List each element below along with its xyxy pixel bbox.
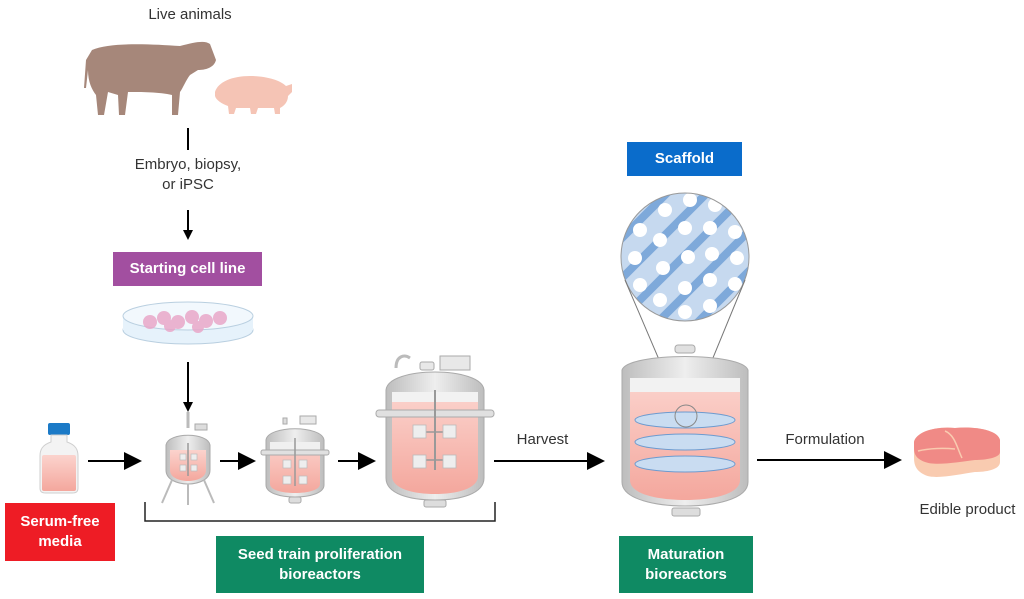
- scaffold-magnified-icon: [620, 192, 750, 405]
- seed-train-label-line2: bioreactors: [279, 565, 361, 583]
- meat-icon: [914, 427, 1000, 477]
- small-bioreactor-icon: [161, 412, 215, 505]
- formulation-label: Formulation: [785, 431, 865, 448]
- maturation-box: Maturation bioreactors: [619, 536, 753, 593]
- media-bottle-icon: [39, 423, 79, 494]
- starting-cell-line-label: Starting cell line: [129, 260, 246, 277]
- maturation-bioreactor-icon: [621, 344, 749, 517]
- media-label-line1: Serum-free: [20, 513, 100, 530]
- seed-train-box: Seed train proliferation bioreactors: [216, 536, 424, 593]
- serum-free-media-box: Serum-free media: [5, 503, 115, 561]
- derivation-label-line1: Embryo, biopsy,: [134, 156, 242, 173]
- media-label-line2: media: [38, 533, 82, 550]
- scaffold-label: Scaffold: [654, 150, 715, 167]
- cow-icon: [84, 41, 216, 116]
- seed-train-bracket: [144, 502, 496, 522]
- seed-train-label-line1: Seed train proliferation: [237, 545, 403, 563]
- derivation-label-line2: or iPSC: [162, 176, 214, 193]
- large-bioreactor-icon: [375, 354, 495, 508]
- maturation-label-line2: bioreactors: [645, 565, 727, 583]
- edible-product-label: Edible product: [919, 501, 1016, 518]
- scaffold-box: Scaffold: [627, 142, 742, 176]
- harvest-label: Harvest: [516, 431, 569, 448]
- live-animals-label: Live animals: [148, 6, 232, 23]
- medium-bioreactor-icon: [260, 415, 330, 504]
- starting-cell-line-box: Starting cell line: [113, 252, 262, 286]
- petri-dish-icon: [122, 301, 254, 345]
- pig-icon: [215, 76, 292, 114]
- maturation-label-line1: Maturation: [647, 545, 725, 563]
- derivation-label: Embryo, biopsy, or iPSC: [108, 155, 268, 195]
